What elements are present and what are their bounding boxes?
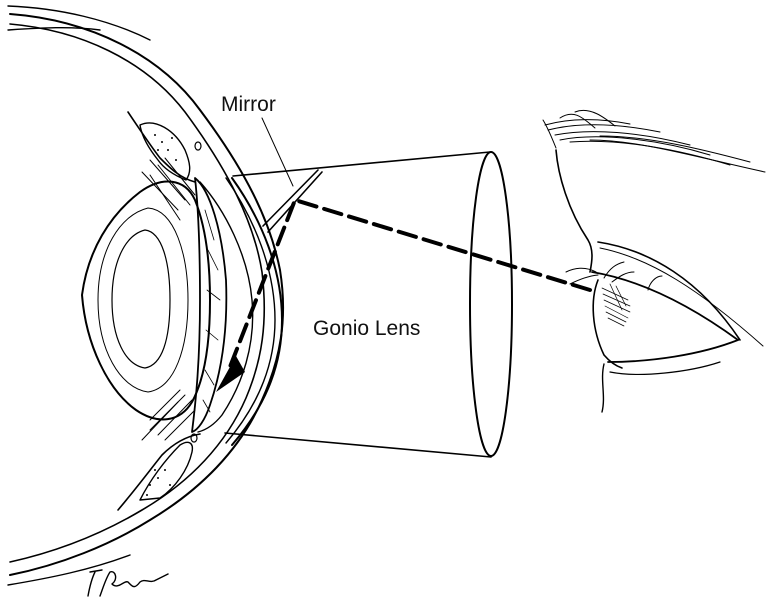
lower-eyelid <box>607 339 739 363</box>
cornea-inner <box>225 177 276 444</box>
observer-iris-hatching <box>601 283 631 327</box>
eyebrow <box>542 110 766 173</box>
gonio-lens <box>224 117 513 458</box>
iris <box>191 177 228 433</box>
gonio-lens-label: Gonio Lens <box>313 317 420 340</box>
mirror-face-1 <box>262 169 319 227</box>
light-path <box>216 198 592 392</box>
sclera-line-top <box>7 5 151 41</box>
lens-nucleus <box>111 229 171 369</box>
canal-schlemm-upper <box>194 141 202 151</box>
eyelashes <box>565 261 663 291</box>
crystalline-lens <box>81 180 211 421</box>
mirror-label: Mirror <box>221 93 276 116</box>
light-path-arrowhead <box>216 356 245 392</box>
observer-face-profile <box>542 110 766 413</box>
lens-top-edge <box>232 151 491 177</box>
lower-lid-crease <box>609 361 721 375</box>
anterior-chamber-angle <box>197 181 254 433</box>
cheek-profile <box>601 363 605 413</box>
sclera-line-bottom <box>7 554 131 586</box>
eye-cross-section <box>7 5 285 586</box>
lens-front-face <box>469 151 513 457</box>
mirror-leader-line <box>261 117 294 187</box>
uvea-lower <box>117 433 201 511</box>
sclera-inner-line <box>9 23 266 563</box>
upper-lid-fold-thin <box>599 247 764 347</box>
ciliary-body-lower <box>139 441 194 501</box>
canal-schlemm-lower <box>190 433 198 443</box>
light-path-line <box>226 198 592 374</box>
brow-profile <box>555 149 593 273</box>
observer-cornea <box>592 279 623 369</box>
lens-layer-1 <box>97 207 189 393</box>
upper-eyelid <box>591 271 739 341</box>
cornea-outer <box>231 177 283 446</box>
upper-lid-fold <box>597 241 741 341</box>
artist-signature <box>87 569 169 597</box>
iris-texture <box>202 209 221 413</box>
sclera-line-top-2 <box>7 26 101 31</box>
stipple-dots <box>146 134 177 496</box>
uvea-upper <box>127 111 196 183</box>
ciliary-body-upper <box>139 122 191 181</box>
lens-bottom-edge <box>224 432 492 458</box>
zonule-fibers <box>141 157 196 441</box>
